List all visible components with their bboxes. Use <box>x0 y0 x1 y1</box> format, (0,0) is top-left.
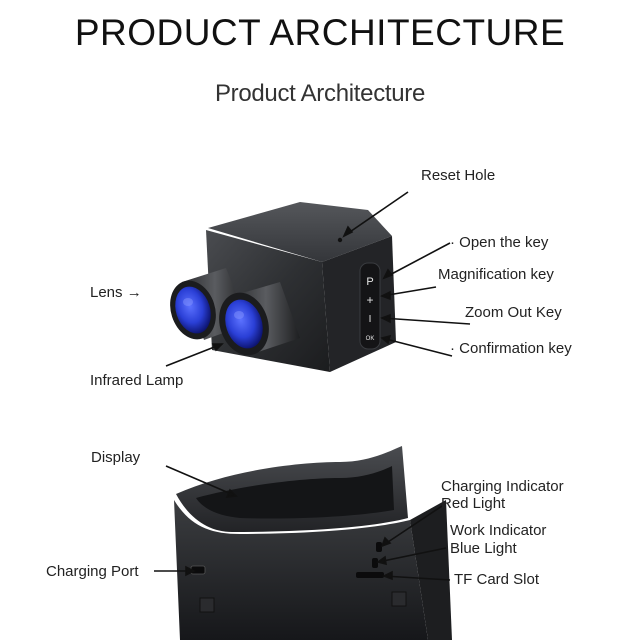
button-ok-glyph: OK <box>366 336 375 342</box>
label-display: Display <box>91 449 141 466</box>
tf-card-slot <box>356 572 384 578</box>
label-zoom-out-key: Zoom Out Key <box>465 304 562 321</box>
blue-light-led <box>372 558 378 568</box>
binocular-device: P + I OK <box>170 202 396 372</box>
label-infrared-lamp: Infrared Lamp <box>90 372 184 389</box>
display-unit <box>174 446 452 640</box>
button-panel <box>359 262 381 350</box>
label-confirmation-key: · Confirmation key <box>450 340 572 357</box>
button-plus-glyph: + <box>366 293 373 307</box>
bottom-leader-lines <box>154 465 451 581</box>
button-p-glyph: P <box>366 276 373 288</box>
button-i-glyph: I <box>369 314 372 325</box>
label-open-key: · Open the key <box>450 234 549 251</box>
label-reset-hole: Reset Hole <box>421 167 496 184</box>
label-magnification-key: Magnification key <box>438 266 554 283</box>
reset-hole-dot <box>337 237 343 243</box>
label-tf-card-slot: TF Card Slot <box>454 571 540 588</box>
label-lens: Lens → <box>90 284 142 301</box>
label-blue-light: Blue Light <box>450 540 517 557</box>
label-work-indicator: Work Indicator <box>450 522 547 539</box>
label-red-light: Red Light <box>441 495 506 512</box>
left-lens-icon <box>175 286 211 334</box>
label-charging-port: Charging Port <box>46 563 139 580</box>
page-title: PRODUCT ARCHITECTURE <box>74 12 566 53</box>
red-light-led <box>376 542 382 552</box>
right-lens-icon <box>225 299 263 349</box>
right-lens-barrel <box>219 282 300 356</box>
page-subtitle: Product Architecture <box>214 80 426 107</box>
top-leader-lines <box>165 191 471 367</box>
label-charging-indicator: Charging Indicator <box>441 478 564 495</box>
